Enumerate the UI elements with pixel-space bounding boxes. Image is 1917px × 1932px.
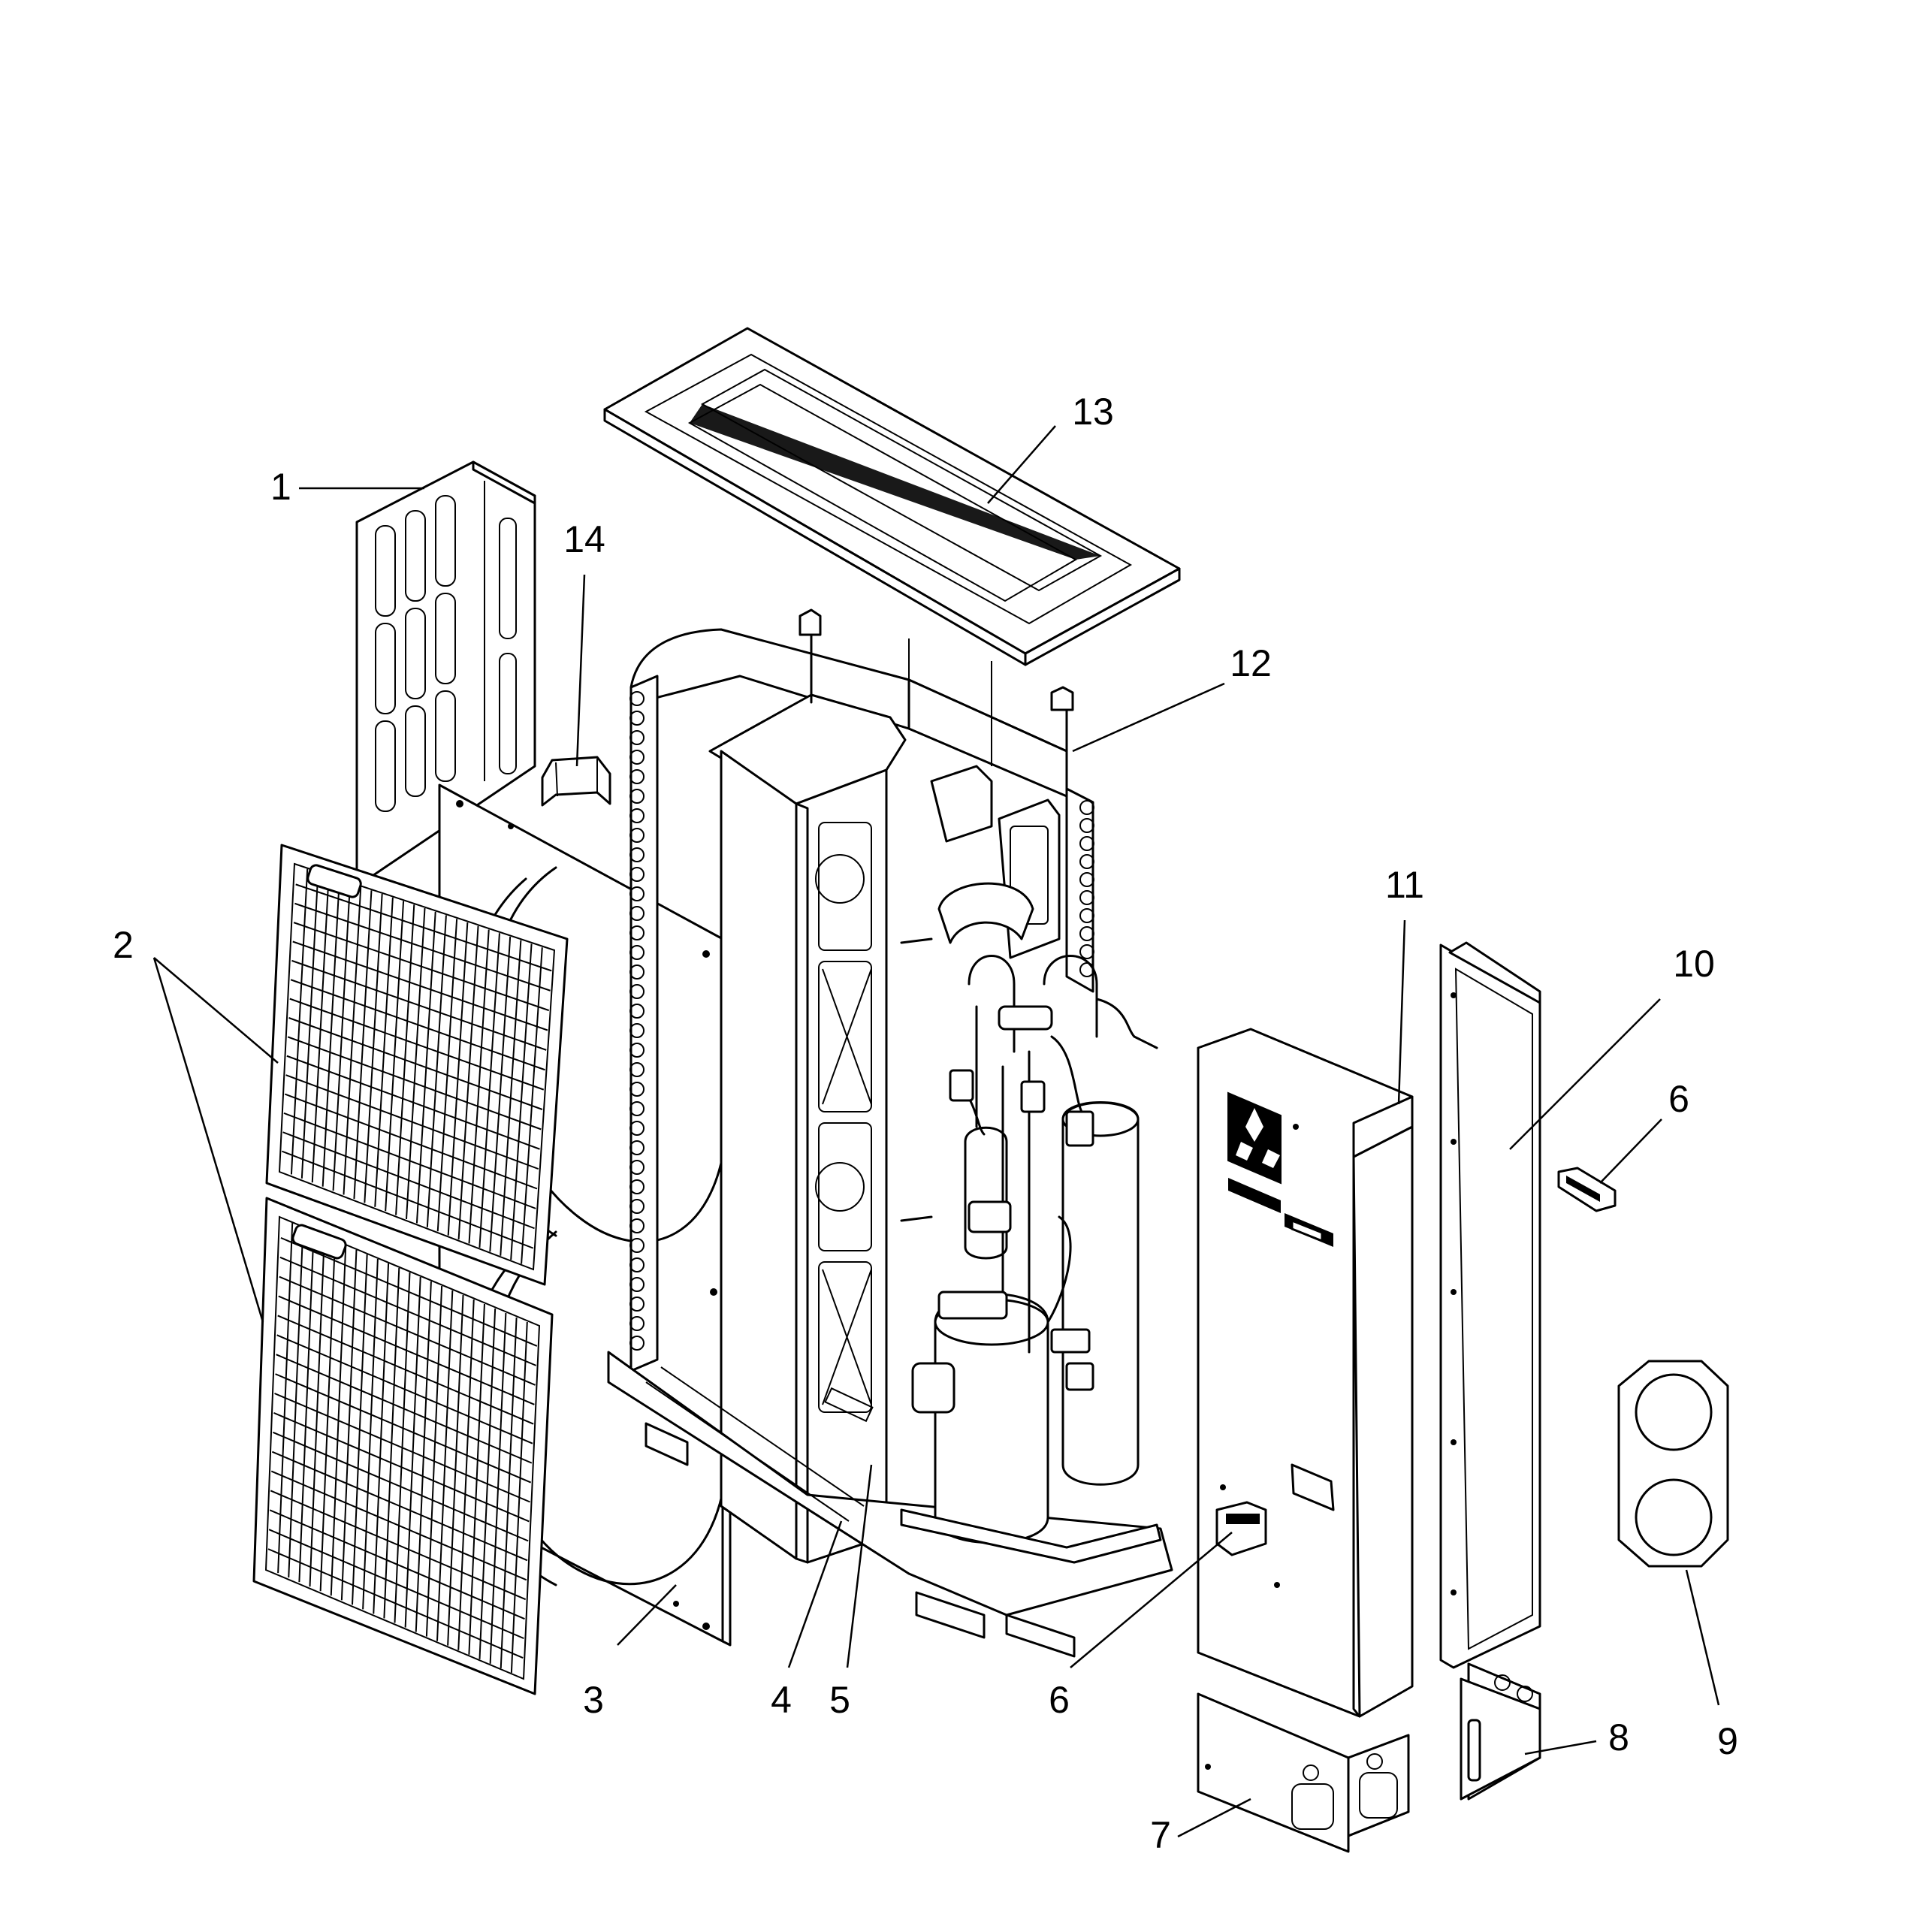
- callout-labels: 1 2 3 4 5 6 6 7 8 9 10 11 12 13 14: [113, 391, 1738, 1856]
- callout-7: 7: [1150, 1814, 1171, 1856]
- part-6-handle-front: [1215, 1501, 1267, 1556]
- callout-6-front: 6: [1049, 1679, 1070, 1721]
- part-2-fan-grilles: [252, 844, 569, 1695]
- callout-6-side: 6: [1668, 1078, 1689, 1120]
- callout-9: 9: [1717, 1720, 1738, 1762]
- part-4-5-refrigerant-assembly: [900, 882, 1162, 1564]
- callout-11: 11: [1385, 864, 1424, 906]
- part-10-side-panel: [1439, 941, 1541, 1669]
- part-8-service-cover: [1460, 1662, 1541, 1801]
- callout-1: 1: [270, 466, 291, 508]
- part-1-rear-panel: [355, 460, 536, 888]
- callout-8: 8: [1608, 1716, 1629, 1758]
- callout-4: 4: [771, 1679, 792, 1721]
- part-9-gasket-plate: [1617, 1360, 1729, 1568]
- callout-13: 13: [1072, 391, 1114, 433]
- part-13-top-panel: [603, 327, 1181, 666]
- callout-5: 5: [829, 1679, 850, 1721]
- callout-3: 3: [583, 1679, 604, 1721]
- part-7-lower-cover: [1197, 1692, 1410, 1853]
- part-11-front-panel: [1197, 1028, 1414, 1718]
- callout-10: 10: [1673, 943, 1715, 985]
- callout-12: 12: [1230, 642, 1272, 684]
- callout-14: 14: [563, 518, 605, 560]
- leader-lines: [152, 425, 1720, 1838]
- callout-2: 2: [113, 924, 134, 966]
- part-14-bracket: [541, 756, 611, 807]
- part-6-handle-side: [1557, 1167, 1617, 1212]
